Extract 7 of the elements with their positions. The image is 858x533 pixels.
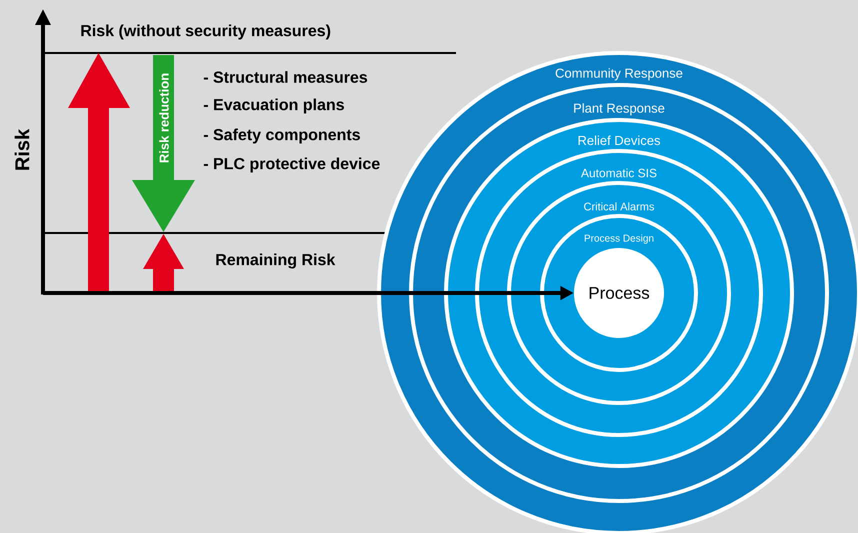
level-label: Remaining Risk xyxy=(216,254,336,268)
axis-label: Risk xyxy=(14,128,30,170)
measure-item: - PLC protective device xyxy=(204,158,380,172)
measure-item: - Safety components xyxy=(204,128,360,144)
level-label: Risk (without security measures) xyxy=(81,24,330,40)
measure-item: - Structural measures xyxy=(204,71,368,83)
measure-item: - Evacuation plans xyxy=(204,98,344,114)
